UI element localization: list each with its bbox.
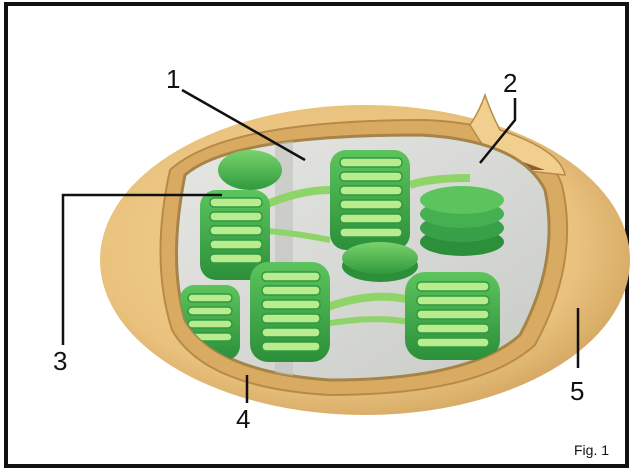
granum-top-left-small [218,150,282,190]
label-3: 3 [53,348,67,374]
granum-bottom-left [250,262,330,362]
label-5: 5 [570,378,584,404]
figure-caption: Fig. 1 [574,442,609,458]
granum-bottom-right [405,272,500,360]
label-1: 1 [166,66,180,92]
label-4: 4 [236,406,250,432]
granum-top-center [330,150,410,250]
label-2: 2 [503,70,517,96]
granum-right-solid [420,186,504,256]
granum-center-disc [342,242,418,282]
